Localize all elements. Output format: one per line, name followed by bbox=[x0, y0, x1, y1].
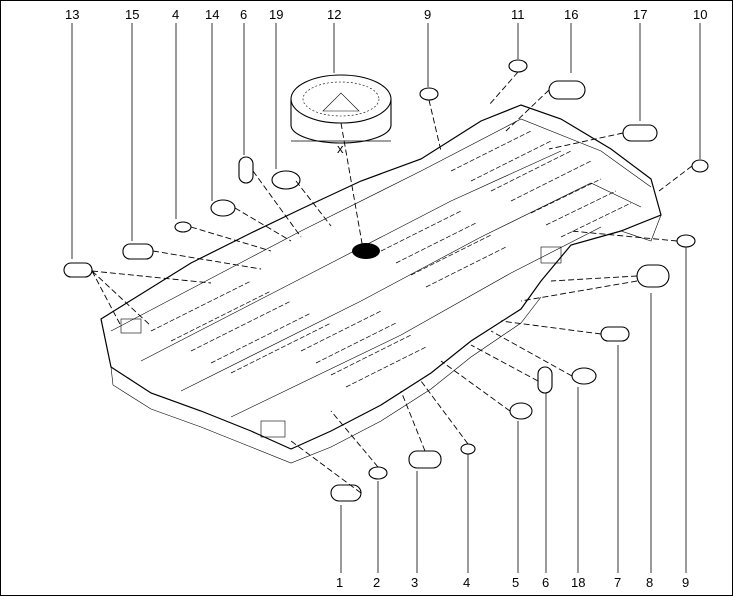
callout-11: 11 bbox=[511, 7, 525, 22]
callout-8: 8 bbox=[646, 575, 653, 590]
callout-10: 10 bbox=[693, 7, 707, 22]
plugs-top bbox=[63, 59, 709, 278]
callout-6b: 6 bbox=[542, 575, 549, 590]
callout-12: 12 bbox=[327, 7, 341, 22]
callout-18: 18 bbox=[571, 575, 585, 590]
callout-17: 17 bbox=[633, 7, 647, 22]
callout-4b: 4 bbox=[463, 575, 470, 590]
dimension-x: x bbox=[337, 141, 344, 156]
callout-19: 19 bbox=[269, 7, 283, 22]
leader-lines bbox=[71, 23, 701, 573]
callout-2: 2 bbox=[373, 575, 380, 590]
callout-13: 13 bbox=[65, 7, 79, 22]
top-callouts: 13 15 4 14 6 19 12 9 11 16 17 10 bbox=[65, 7, 707, 22]
round-cover-12: x bbox=[290, 74, 392, 156]
plugs-bottom bbox=[330, 234, 696, 502]
callout-16: 16 bbox=[564, 7, 578, 22]
callout-1: 1 bbox=[336, 575, 343, 590]
callout-9b: 9 bbox=[682, 575, 689, 590]
callout-14: 14 bbox=[205, 7, 219, 22]
callout-6: 6 bbox=[240, 7, 247, 22]
callout-4: 4 bbox=[172, 7, 179, 22]
callout-5: 5 bbox=[512, 575, 519, 590]
callout-9: 9 bbox=[424, 7, 431, 22]
callout-7: 7 bbox=[614, 575, 621, 590]
dashed-guides bbox=[91, 71, 693, 494]
bottom-callouts: 1 2 3 4 5 6 18 7 8 9 bbox=[336, 575, 689, 590]
callout-15: 15 bbox=[125, 7, 139, 22]
floor-pan bbox=[100, 104, 662, 464]
callout-3: 3 bbox=[411, 575, 418, 590]
